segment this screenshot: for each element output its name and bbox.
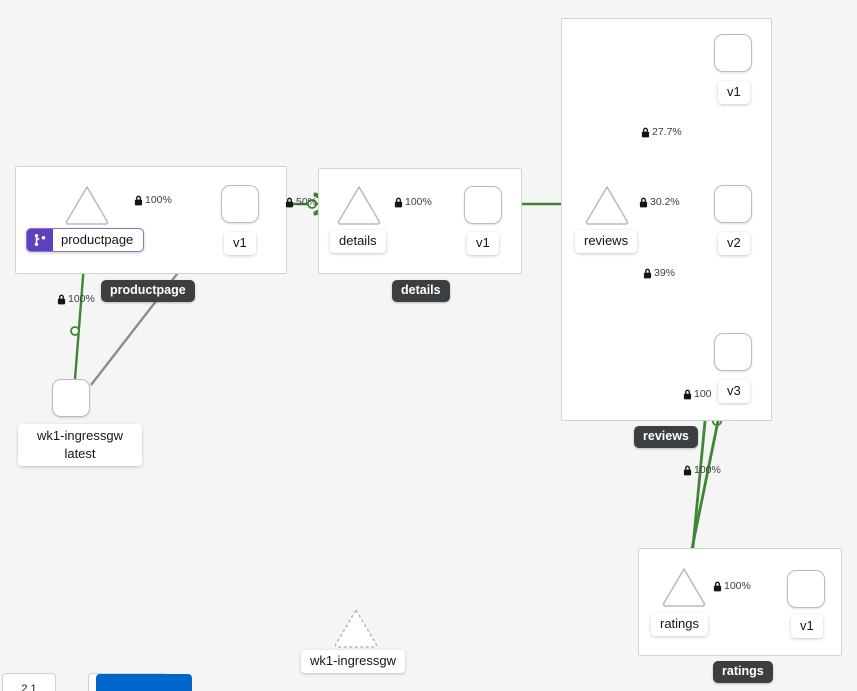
lock-icon — [641, 127, 650, 138]
triangle-shape — [65, 186, 109, 225]
lock-icon — [394, 197, 403, 208]
triangle-shape — [337, 186, 381, 225]
group-label-productpage[interactable]: productpage — [101, 280, 195, 302]
node-productpage-v1[interactable] — [221, 185, 259, 223]
group-label-reviews[interactable]: reviews — [634, 426, 698, 448]
edge-label-text: 27.7% — [652, 126, 682, 139]
triangle-shape — [585, 186, 629, 225]
node-wk1-ingressgw[interactable] — [52, 379, 90, 417]
lock-icon — [285, 197, 294, 208]
group-label-details[interactable]: details — [392, 280, 450, 302]
edge-traffic-dot — [70, 326, 80, 336]
node-wk1-ingressgw-ghost[interactable] — [333, 607, 378, 648]
lock-icon — [713, 581, 722, 592]
node-label-reviews-v2: v2 — [718, 232, 750, 255]
primary-action-button[interactable] — [96, 674, 192, 691]
edge-label-text: 100% — [145, 194, 172, 207]
edge-label-text: 30.2% — [650, 196, 680, 209]
node-label-productpage-v1: v1 — [224, 232, 256, 255]
edge-label-reviews-to-v2: 30.2% — [639, 197, 680, 208]
node-label-line1: wk1-ingressgw — [37, 428, 123, 443]
node-label-ratings: ratings — [651, 613, 709, 636]
legend-counts-text: 2 1 — [21, 683, 37, 691]
node-label-wk1-ingressgw-ghost: wk1-ingressgw — [301, 650, 405, 673]
node-label-reviews: reviews — [575, 230, 638, 253]
triangle-shape-dashed — [334, 609, 378, 648]
edge-label-text: 100% — [68, 293, 95, 306]
edge-label-productpage-to-v1: 100% — [134, 195, 172, 206]
edge-label-text: 39% — [654, 267, 676, 280]
node-label-reviews-v3: v3 — [718, 380, 750, 403]
lock-icon — [134, 195, 143, 206]
node-reviews-v2[interactable] — [714, 185, 752, 223]
node-label-text-productpage: productpage — [61, 232, 134, 247]
node-ratings-service[interactable] — [661, 566, 706, 607]
lock-icon — [643, 268, 652, 279]
virtual-service-icon — [27, 229, 53, 251]
bottom-toolbar[interactable]: 2 1 — [0, 673, 857, 691]
node-label-productpage: productpage — [26, 228, 145, 252]
lock-icon — [683, 465, 692, 476]
node-reviews-v3[interactable] — [714, 333, 752, 371]
lock-icon — [57, 294, 66, 305]
edge-label-reviews-to-v3: 39% — [643, 268, 675, 279]
edge-label-reviews-to-v1: 27.7% — [641, 127, 682, 138]
edge-label-text: 50% — [296, 196, 318, 209]
node-label-line2: latest — [64, 445, 96, 461]
lock-icon — [639, 197, 648, 208]
legend-counts-chip[interactable]: 2 1 — [2, 673, 56, 691]
node-label-reviews-v1: v1 — [718, 81, 750, 104]
edge-label-gw-to-productpage: 100% — [57, 294, 95, 305]
node-details-service[interactable] — [336, 184, 381, 225]
node-label-ratings-v1: v1 — [791, 615, 823, 638]
group-label-ratings[interactable]: ratings — [713, 661, 773, 683]
node-label-details-v1: v1 — [467, 232, 499, 255]
lock-icon — [683, 389, 692, 400]
node-productpage-service[interactable] — [64, 184, 109, 225]
node-details-v1[interactable] — [464, 186, 502, 224]
edge-label-reviewsv2-to-ratings: 100% — [683, 465, 721, 476]
edge-label-details-to-v1: 100% — [394, 197, 432, 208]
node-label-details: details — [330, 230, 386, 253]
edge-label-text: 100% — [694, 464, 721, 477]
edge-label-text: 100% — [405, 196, 432, 209]
node-reviews-service[interactable] — [584, 184, 629, 225]
node-reviews-v1[interactable] — [714, 34, 752, 72]
edge-label-productpagev1-to-details: 50% — [285, 197, 317, 208]
edge-label-ratings-to-v1: 100% — [713, 581, 751, 592]
edge-label-text: 100 — [694, 388, 712, 401]
node-label-wk1-ingressgw: wk1-ingressgw latest — [18, 424, 142, 467]
edge-label-reviewsv3-to-ratings: 100 — [683, 389, 712, 400]
edge-label-text: 100% — [724, 580, 751, 593]
node-ratings-v1[interactable] — [787, 570, 825, 608]
triangle-shape — [662, 568, 706, 607]
